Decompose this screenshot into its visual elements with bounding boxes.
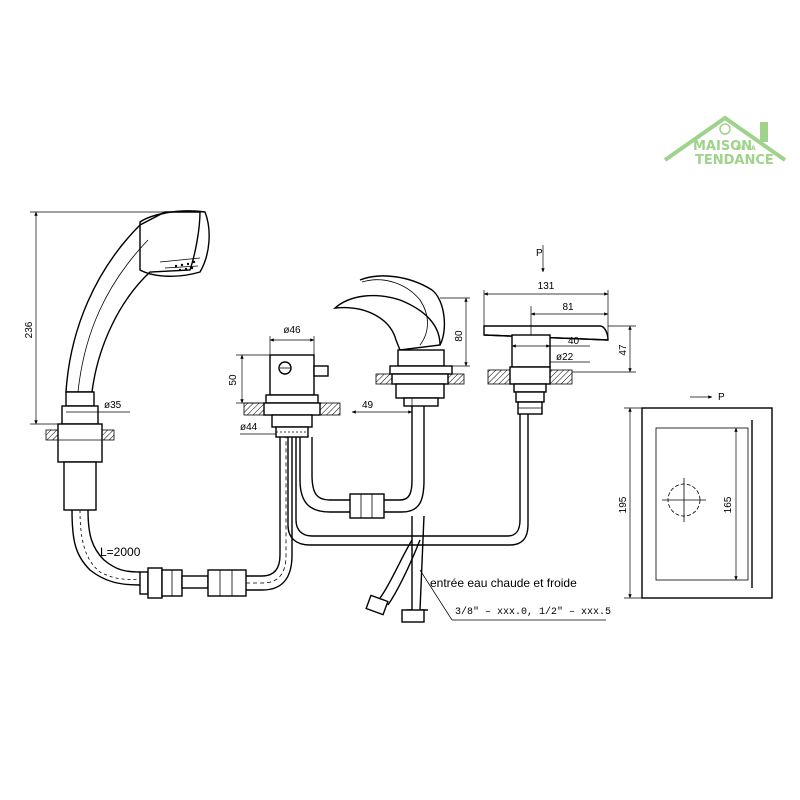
label-pressure-plate: P <box>718 392 725 403</box>
label-plate-height: 195 <box>618 496 629 513</box>
dim-handle-height: 47 <box>572 325 636 373</box>
mixer-handle <box>483 325 609 415</box>
label-diverter-base: ø44 <box>240 422 258 433</box>
diverter-valve <box>243 354 341 438</box>
dim-plate-inner-height: 165 <box>723 427 738 581</box>
dim-diverter-height: 50 <box>228 354 270 404</box>
label-handle-width: 40 <box>568 336 580 347</box>
label-spout-height: 80 <box>454 330 465 342</box>
label-handle-diameter: ø22 <box>556 352 574 363</box>
pressure-arrow-top: P <box>536 245 545 273</box>
dim-handle-width: 40 <box>511 336 590 348</box>
logo-line3: TENDANCE <box>695 153 774 168</box>
brand-logo: MAISON DE LA TENDANCE <box>663 115 787 168</box>
label-diverter-height: 50 <box>228 374 239 386</box>
inlet-note-title: entrée eau chaude et froide <box>430 576 577 590</box>
bath-spout <box>332 275 465 407</box>
dim-diverter-diameter: ø46 <box>269 325 315 355</box>
escutcheon-plate <box>641 407 773 599</box>
dim-diverter-base: ø44 <box>240 422 276 435</box>
label-spout-offset: 49 <box>362 400 374 411</box>
label-shower-height: 236 <box>24 321 35 338</box>
label-hose-length: L=2000 <box>100 545 141 559</box>
logo-line2: DE LA <box>736 145 756 152</box>
label-shower-diameter: ø35 <box>104 400 122 411</box>
label-handle-reach: 81 <box>562 302 574 313</box>
dim-handle-length: 131 <box>483 281 609 340</box>
dim-spout-height: 80 <box>440 297 470 367</box>
label-handle-height: 47 <box>618 344 629 356</box>
label-pressure-top: P <box>536 248 543 259</box>
pressure-arrow-plate: P <box>690 392 725 403</box>
label-diverter-diameter: ø46 <box>283 325 301 336</box>
label-handle-length: 131 <box>538 281 555 292</box>
dim-shower-diameter: ø35 <box>66 400 130 413</box>
hose-fittings <box>139 437 293 599</box>
dim-handle-reach: 81 <box>530 302 609 335</box>
dim-plate-height: 195 <box>618 407 642 599</box>
dim-shower-height: 236 <box>24 211 205 425</box>
dim-spout-offset: 49 <box>351 398 413 416</box>
dim-handle-diameter: ø22 <box>550 352 590 363</box>
inlet-note: entrée eau chaude et froide 3/8" – xxx.0… <box>419 569 611 621</box>
inlet-note-spec: 3/8" – xxx.0, 1/2" – xxx.5 <box>455 606 611 618</box>
logo-line1: MAISON <box>693 139 752 154</box>
shower-nozzles <box>174 260 196 272</box>
label-plate-inner-height: 165 <box>723 496 734 513</box>
hand-shower <box>45 210 210 586</box>
connecting-pipes <box>287 406 529 623</box>
